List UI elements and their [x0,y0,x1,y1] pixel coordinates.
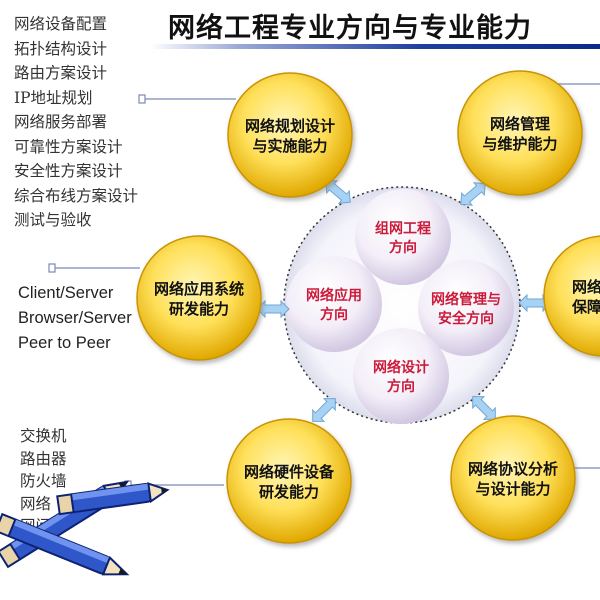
link-arrows [256,180,552,422]
ability-label: 研发能力 [259,483,319,501]
list-item: 测试与验收 [14,211,92,229]
connector-marker [138,94,146,104]
direction-label: 网络管理与 [431,291,501,308]
direction-label: 安全方向 [438,310,494,327]
double-arrow-icon [256,299,290,319]
direction-circle-networking [355,189,451,285]
list-item: 网络设备配置 [14,15,108,33]
list-item: 交换机 [20,427,67,445]
page-title: 网络工程专业方向与专业能力 [168,13,532,44]
list-item: Client/Server [18,284,114,302]
list-item: Peer to Peer [18,334,111,352]
list-item: 路由器 [20,449,67,468]
list-item: IP地址规划 [14,88,93,107]
list-item: 综合布线方案设计 [14,186,139,205]
double-arrow-icon [325,180,351,204]
connector-marker [48,263,56,273]
ability-node-hardware [226,418,352,544]
ability-nodes [136,70,600,544]
direction-circles [286,189,514,424]
list-item: 安全性方案设计 [14,162,123,180]
list-item: 拓扑结构设计 [14,39,108,58]
direction-label: 方向 [320,306,348,323]
ability-node-security [543,235,600,357]
list-item: 路由方案设计 [14,64,108,82]
ability-label: 与设计能力 [475,480,550,498]
ability-label: 网络应用系统 [154,280,244,298]
list-item: 可靠性方案设计 [14,137,123,156]
ability-label: 研发能力 [169,300,229,318]
list-item: 防火墙 [20,472,67,490]
ability-label: 网络硬件设备 [244,463,335,481]
hardware-items-list: 交换机 路由器 防火墙 网络 网间 [20,425,150,538]
ability-label: 网络 [572,278,600,296]
direction-circle-application [286,256,382,352]
ability-node-protocol [450,415,576,541]
title-underline [150,44,600,49]
direction-label: 网络设计 [373,359,429,376]
ability-label: 与维护能力 [482,135,557,153]
pencils-clipart-icon [0,480,170,576]
ability-node-management [457,70,583,196]
list-item: Browser/Server [18,309,132,327]
direction-circle-management [418,260,514,356]
ability-node-planning [227,72,353,198]
direction-label: 网络应用 [306,287,362,304]
ability-label: 网络规划设计 [245,117,335,135]
double-arrow-icon [312,398,336,422]
direction-label: 方向 [389,239,417,256]
app-models-list: Client/Server Browser/Server Peer to Pee… [18,281,148,356]
ability-label: 网络协议分析 [468,460,558,478]
direction-label: 组网工程 [375,220,431,237]
ability-node-application [136,235,262,361]
direction-circle-design [353,328,449,424]
planning-skills-list: 网络设备配置 拓扑结构设计 路由方案设计 IP地址规划 网络服务部署 可靠性方案… [14,12,164,233]
ability-label: 保障 [571,298,600,316]
list-item: 网络 [20,494,52,513]
ability-label: 网络管理 [490,115,550,133]
list-item: 网络服务部署 [14,113,108,131]
ability-label: 与实施能力 [252,137,327,155]
direction-label: 方向 [387,378,415,395]
